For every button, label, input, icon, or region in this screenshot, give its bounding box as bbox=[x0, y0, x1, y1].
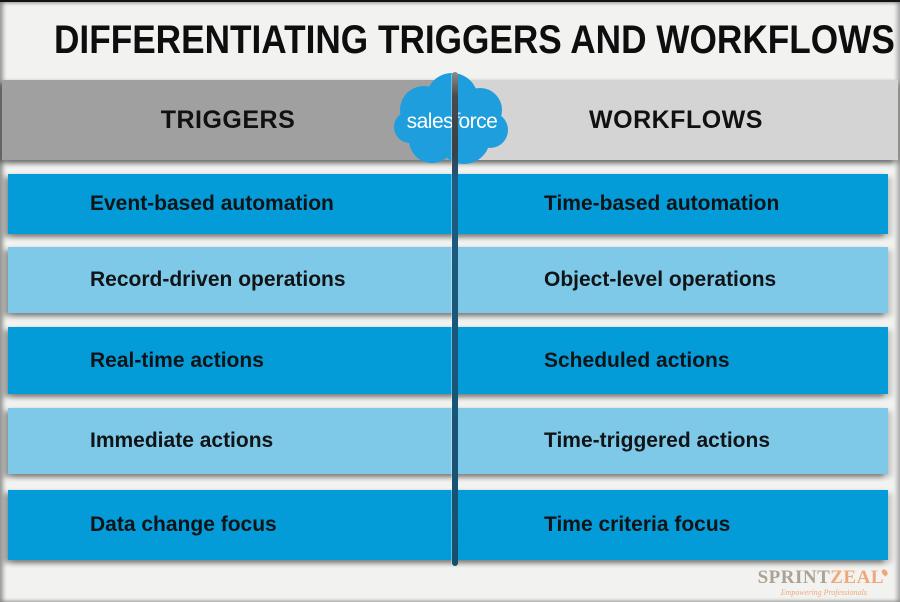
sprintzeal-brand-text: SPRINTZEAL bbox=[758, 568, 890, 587]
comparison-row: Record-driven operations Object-level op… bbox=[8, 247, 888, 313]
workflow-cell-1: Time-based automation bbox=[544, 192, 780, 215]
trigger-cell-4: Immediate actions bbox=[90, 429, 274, 452]
sprintzeal-tagline: Empowering Professionals bbox=[780, 588, 867, 597]
workflow-cell-5: Time criteria focus bbox=[544, 513, 731, 536]
workflow-cell-4: Time-triggered actions bbox=[544, 429, 770, 452]
sprintzeal-logo: SPRINTZEAL Empowering Professionals bbox=[758, 568, 890, 597]
workflow-cell-3: Scheduled actions bbox=[544, 348, 730, 372]
column-header-band: TRIGGERS WORKFLOWS bbox=[2, 80, 898, 160]
trigger-cell-1: Event-based automation bbox=[90, 192, 334, 215]
comparison-row: Data change focus Time criteria focus bbox=[8, 490, 888, 560]
trigger-cell-2: Record-driven operations bbox=[90, 268, 346, 291]
comparison-row: Immediate actions Time-triggered actions bbox=[8, 408, 888, 474]
comparison-row: Real-time actions Scheduled actions bbox=[8, 327, 888, 394]
workflows-header-cell: WORKFLOWS bbox=[454, 80, 898, 160]
column-divider bbox=[452, 72, 458, 566]
workflow-cell-2: Object-level operations bbox=[544, 268, 777, 291]
trigger-cell-5: Data change focus bbox=[90, 513, 277, 536]
trigger-cell-3: Real-time actions bbox=[90, 348, 264, 372]
triggers-header-cell: TRIGGERS bbox=[2, 80, 454, 160]
comparison-row: Event-based automation Time-based automa… bbox=[8, 174, 888, 234]
triggers-header-label: TRIGGERS bbox=[160, 105, 296, 134]
page-title: DIFFERENTIATING TRIGGERS AND WORKFLOWS bbox=[54, 18, 895, 62]
workflows-header-label: WORKFLOWS bbox=[589, 105, 763, 134]
